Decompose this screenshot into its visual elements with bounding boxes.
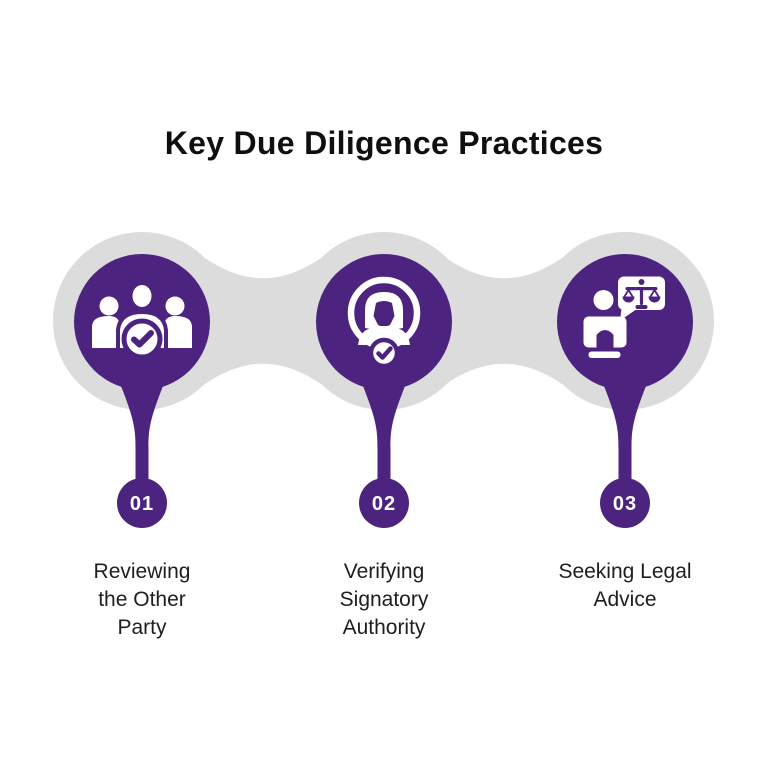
connector-link [205, 258, 321, 384]
step-2-number: 02 [372, 493, 396, 515]
step-1-number-circle [117, 478, 167, 528]
step-2-droplet-tail [359, 376, 409, 484]
step-2-number-circle [359, 478, 409, 528]
step-3-marker: 03 [557, 254, 693, 528]
step-3-number-circle [600, 478, 650, 528]
connector-link [446, 258, 562, 384]
step-3-number: 03 [613, 493, 637, 515]
step-3-label: Seeking Legal Advice [558, 560, 692, 612]
legal-advice-icon [583, 276, 665, 358]
step-3-droplet-tail [600, 376, 650, 484]
step-1-droplet-tail [117, 376, 167, 484]
infographic-title: Key Due Diligence Practices [164, 125, 604, 161]
verified-person-icon [347, 276, 421, 369]
group-check-icon [92, 281, 192, 360]
step-1-number: 01 [130, 493, 154, 515]
scales-of-justice-glyph [622, 279, 661, 309]
step-2-label: Verifying Signatory Authority [339, 560, 429, 640]
step-1-marker: 01 [74, 254, 210, 528]
step-1-label: Reviewing the Other Party [93, 560, 191, 640]
step-2-marker: 02 [316, 254, 452, 528]
